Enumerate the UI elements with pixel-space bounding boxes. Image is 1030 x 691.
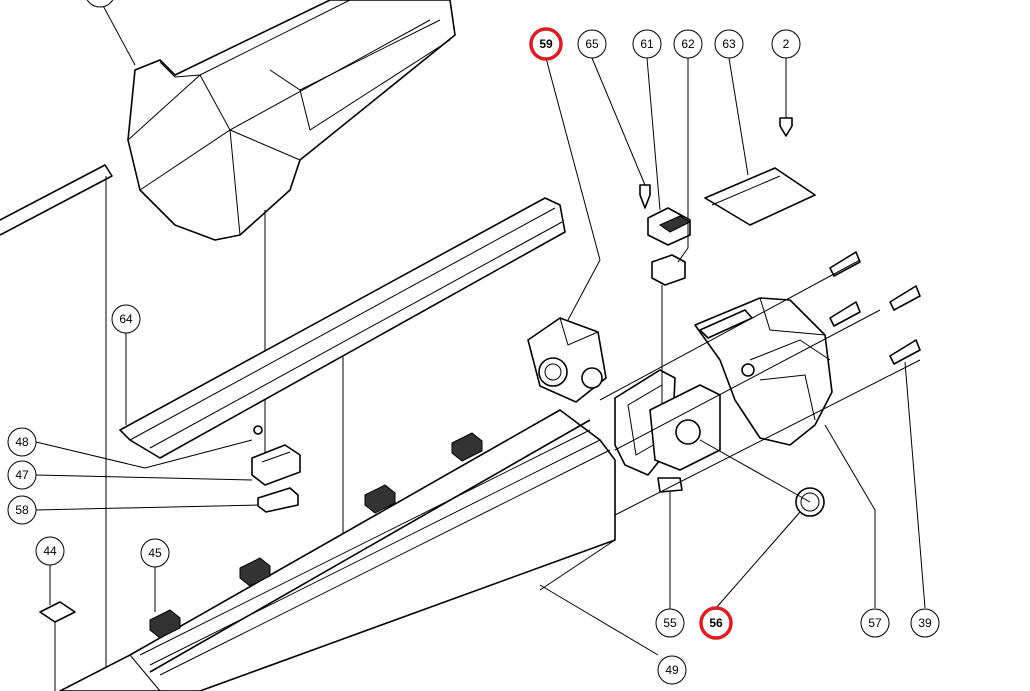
callout-56: 56 [699,606,733,640]
callout-layer: 2 39 44 45 47 48 49 55 56 57 58 59 61 62 63 64 65 [7,27,940,685]
callout-label: 56 [709,616,723,630]
cover-strip [119,197,566,560]
leader-lines [35,0,926,656]
callout-ring [673,29,703,59]
callout-ring [655,608,685,638]
screws [639,117,921,517]
mount-bracket [614,369,721,610]
octagonal-tube [127,0,456,460]
callout-49: 49 [657,655,687,685]
callout-label: 44 [43,544,57,558]
callout-label: 39 [918,616,932,630]
clip-row [149,432,483,639]
callout-55: 55 [655,608,685,638]
callout-ring [7,495,37,525]
callout-highlight-ring [529,27,563,61]
callout-57: 57 [860,608,890,638]
callout-ring [35,536,65,566]
profile-body [59,409,616,691]
switch-block [647,207,692,400]
end-pad [39,601,76,691]
callout-top-partial [86,0,114,8]
callout-label: 57 [868,616,882,630]
callout-63: 63 [714,29,744,59]
callout-ring [140,538,170,568]
callout-ring [860,608,890,638]
callout-39: 39 [910,608,940,638]
callout-47: 47 [7,460,37,490]
callout-ring [771,29,801,59]
callout-label: 48 [15,435,29,449]
callout-label: 45 [148,546,162,560]
cover-plate [704,167,816,226]
callout-ring [657,655,687,685]
carrier-parts [251,425,301,513]
callout-45: 45 [140,538,170,568]
callout-61: 61 [632,29,662,59]
callout-ring [632,29,662,59]
callout-label: 47 [15,468,29,482]
callout-ring [577,29,607,59]
callout-highlight-ring [699,606,733,640]
assembly-lines [599,259,921,516]
callout-58: 58 [7,495,37,525]
callout-label: 61 [640,37,654,51]
callout-label: 65 [585,37,599,51]
callout-label: 58 [15,503,29,517]
callout-ring [111,304,141,334]
callout-44: 44 [35,536,65,566]
bearing-block [527,317,607,403]
callout-ring [714,29,744,59]
callout-65: 65 [577,29,607,59]
callout-label: 62 [681,37,695,51]
callout-ring [7,460,37,490]
callout-label: 59 [539,37,553,51]
callout-label: 64 [119,312,133,326]
rod [0,164,113,691]
callout-64: 64 [111,304,141,334]
callout-label: 2 [783,37,790,51]
callout-59: 59 [529,27,563,61]
callout-label: 63 [722,37,736,51]
callout-2: 2 [771,29,801,59]
callout-label: 55 [663,616,677,630]
callout-ring [7,427,37,457]
callout-48: 48 [7,427,37,457]
callout-ring [910,608,940,638]
callout-label: 49 [665,663,679,677]
callout-62: 62 [673,29,703,59]
